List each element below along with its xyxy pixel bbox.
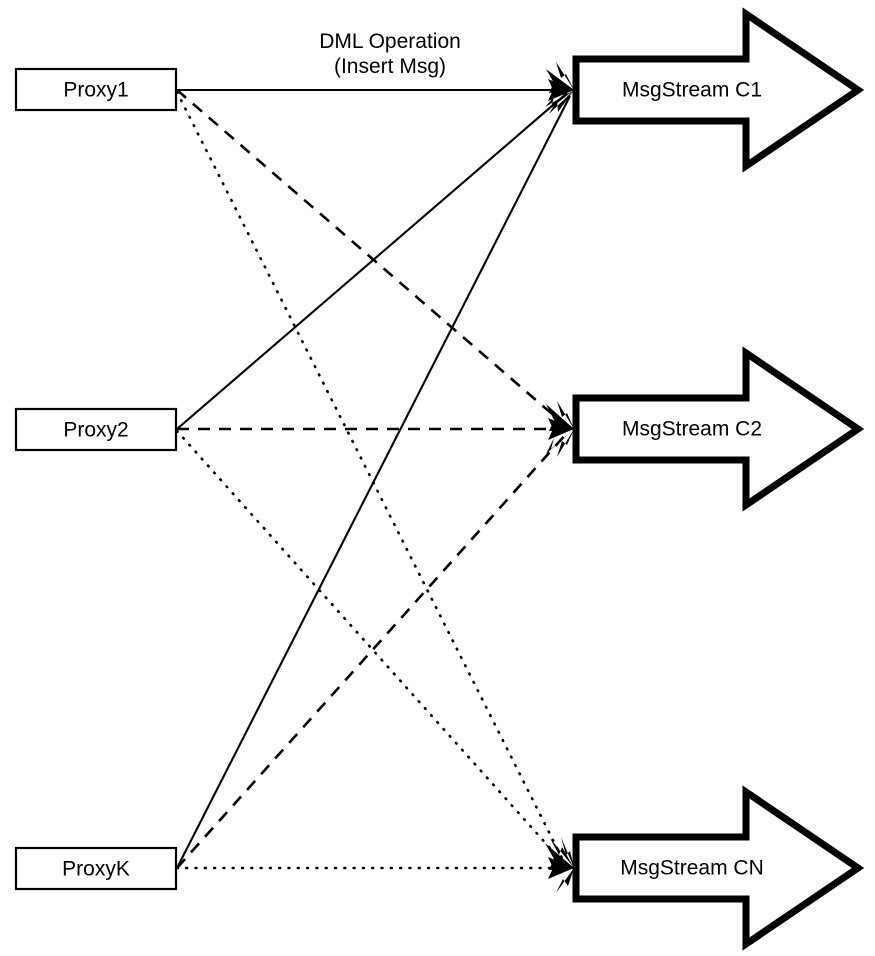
- msgstream-label: MsgStream CN: [620, 857, 764, 880]
- arrowhead-cluster-c2: [546, 401, 574, 457]
- proxy-label: Proxy2: [63, 419, 128, 442]
- arrowhead-icon: [557, 429, 574, 457]
- arrowhead-icon: [557, 401, 574, 429]
- proxy-label: ProxyK: [62, 858, 130, 881]
- msgstream-label: MsgStream C2: [622, 418, 762, 441]
- msgstream-node-cn[interactable]: MsgStream CN: [572, 785, 865, 951]
- arrowhead-icon: [549, 90, 574, 114]
- arrowhead-icon: [546, 429, 574, 454]
- edge-annotation-line1: DML Operation: [319, 30, 461, 53]
- proxy-nodes-layer: Proxy1 Proxy2 ProxyK: [14, 67, 178, 891]
- msgstream-nodes-layer: MsgStream C1 MsgStream C2 MsgStream CN: [572, 7, 865, 951]
- link-proxyk-to-c2[interactable]: [176, 432, 568, 869]
- proxy-box-rect: [14, 407, 178, 452]
- arrowhead-cluster-c1: [545, 62, 574, 114]
- block-arrow-shape: [572, 7, 865, 173]
- edge-annotation: DML Operation (Insert Msg): [319, 30, 461, 78]
- msgstream-label: MsgStream C1: [622, 79, 762, 102]
- proxy-label: Proxy1: [63, 79, 128, 102]
- link-proxy2-to-c1[interactable]: [176, 92, 568, 430]
- arrowhead-icon: [561, 837, 574, 868]
- link-proxy1-to-c2[interactable]: [176, 89, 567, 427]
- arrowhead-icon: [556, 868, 574, 893]
- arrowhead-icon: [546, 69, 574, 93]
- edge-annotation-line2: (Insert Msg): [334, 55, 446, 78]
- proxy-node-proxy1[interactable]: Proxy1: [14, 67, 178, 112]
- arrowhead-icon: [545, 843, 574, 870]
- arrowhead-icon: [556, 62, 574, 90]
- proxy-box-rect: [14, 67, 178, 112]
- arrowhead-layer: [545, 62, 574, 893]
- connector-layer: [175, 88, 571, 870]
- proxy-box-rect: [14, 846, 178, 891]
- link-proxy1-to-cn[interactable]: [175, 90, 567, 866]
- msgstream-node-c2[interactable]: MsgStream C2: [572, 346, 865, 512]
- link-proxy2-to-cn[interactable]: [175, 429, 568, 868]
- proxy-node-proxyk[interactable]: ProxyK: [14, 846, 178, 891]
- arrowhead-cluster-cn: [545, 837, 574, 893]
- block-arrow-shape: [572, 785, 865, 951]
- msgstream-node-c1[interactable]: MsgStream C1: [572, 7, 865, 173]
- block-arrow-shape: [572, 346, 865, 512]
- arrowhead-icon: [546, 404, 574, 431]
- arrowhead-icon: [550, 838, 574, 868]
- arrowhead-icon: [545, 90, 574, 108]
- proxy-node-proxy2[interactable]: Proxy2: [14, 407, 178, 452]
